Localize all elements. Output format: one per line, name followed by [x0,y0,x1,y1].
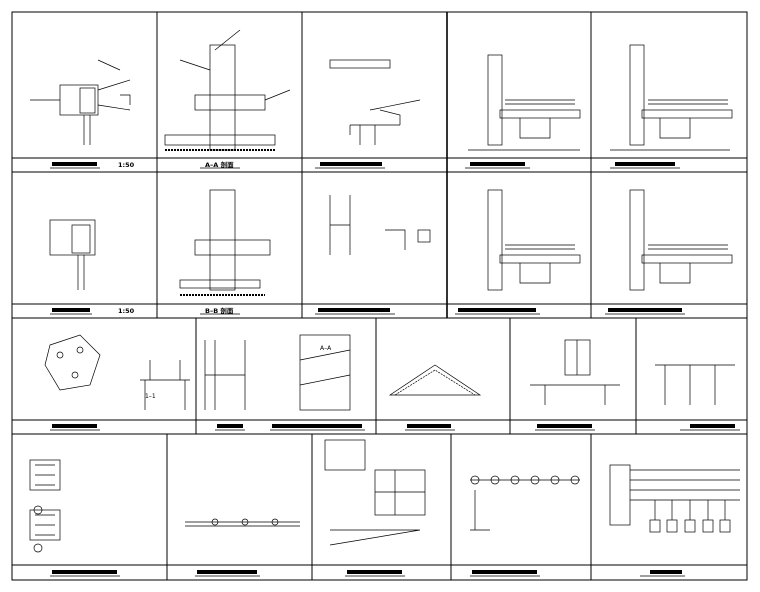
detail-plan-1 [30,59,131,145]
caption-text-blocks [52,162,735,574]
sheet-frame [11,11,748,581]
scale-label-r2: 1:50 [118,307,135,315]
label-section-a-a: A–A [320,345,332,352]
detail-beam-1 [329,59,421,145]
detail-column-base [44,334,190,410]
caption-a-a-section: A–A 剖面 [205,160,234,169]
caption-b-b-section: B–B 剖面 [205,306,234,315]
detail-terminal-row [470,475,580,531]
detail-spd-wiring [609,464,740,533]
caption-underlines [50,167,740,577]
detail-window [324,439,426,546]
detail-roof-1 [468,54,581,151]
detail-steel-joint [329,195,431,255]
detail-conduit [185,518,300,527]
label-section-1-1: 1–1 [145,393,156,400]
detail-drawings [29,29,740,553]
detail-section-b-b [179,189,271,296]
detail-roof-ridge [388,364,482,396]
scale-label-r1: 1:50 [118,161,135,169]
detail-roof-4 [629,189,733,291]
detail-grounding [655,364,735,405]
detail-junction-box [29,459,61,553]
detail-cabinet [530,339,620,405]
detail-steel-section [204,334,351,411]
detail-section-a-a [164,29,291,151]
sheet-grid [11,11,748,581]
detail-roof-3 [487,189,581,291]
detail-plan-2 [49,219,96,290]
detail-roof-2 [610,44,733,151]
